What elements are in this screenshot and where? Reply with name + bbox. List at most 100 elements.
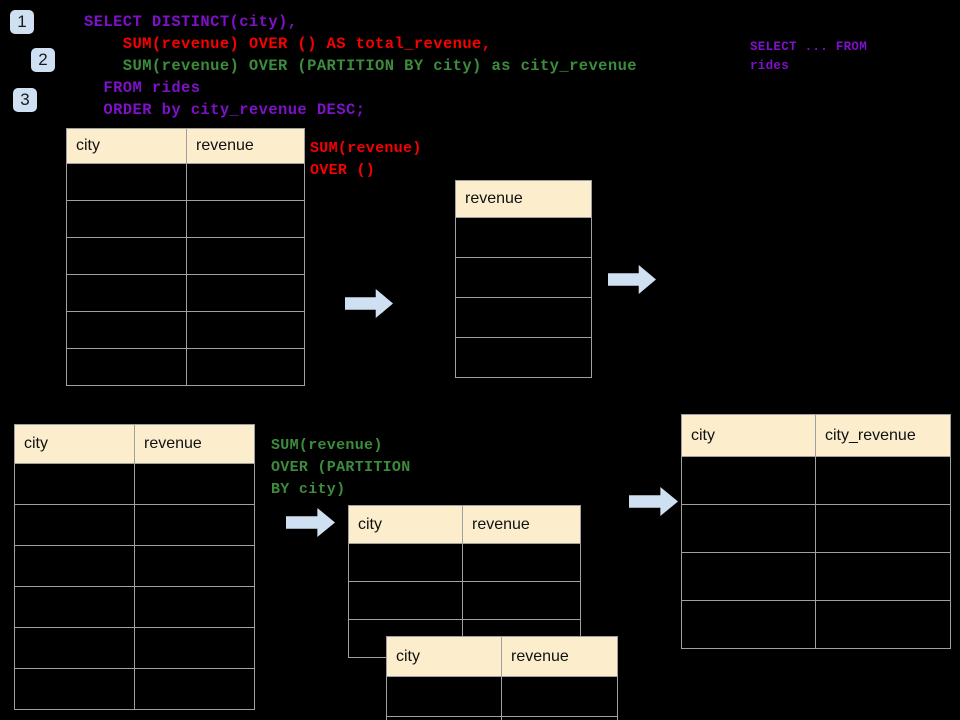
column-header-city: city — [14, 424, 135, 464]
table-row — [681, 504, 951, 553]
table-row — [66, 311, 305, 349]
table-cell — [14, 504, 135, 546]
table-cell — [681, 504, 816, 553]
table-cell — [134, 545, 255, 587]
table-row — [14, 504, 255, 546]
arrow-partition-to-result — [629, 487, 678, 516]
table-cell — [348, 543, 463, 582]
column-header-revenue: revenue — [501, 636, 618, 677]
table-row — [455, 257, 592, 298]
sum-over-empty-note: SUM(revenue) OVER () — [310, 140, 422, 179]
column-header-city_revenue: city_revenue — [815, 414, 951, 457]
table-cell — [815, 456, 951, 505]
table-cell — [462, 543, 581, 582]
table-cell — [186, 311, 305, 349]
table-cell — [66, 348, 187, 386]
table-row — [66, 237, 305, 275]
table-cell — [134, 586, 255, 628]
table-cell — [134, 668, 255, 710]
table-cell — [815, 600, 951, 649]
column-header-revenue: revenue — [134, 424, 255, 464]
table-cell — [14, 545, 135, 587]
table-cell — [501, 676, 618, 717]
table-cell — [66, 163, 187, 201]
table-row — [386, 676, 618, 717]
step-badge-1: 1 — [10, 10, 34, 34]
table-cell — [134, 463, 255, 505]
table-row — [66, 163, 305, 201]
column-header-revenue: revenue — [462, 505, 581, 544]
table-cell — [455, 257, 592, 298]
table-cell — [134, 504, 255, 546]
table-header-row: revenue — [455, 180, 592, 218]
table-cell — [501, 716, 618, 720]
table-cell — [14, 463, 135, 505]
table-cell — [66, 200, 187, 238]
table-cell — [815, 552, 951, 601]
step-badge-2: 2 — [31, 48, 55, 72]
table-cell — [681, 456, 816, 505]
table-cell — [66, 274, 187, 312]
step-badge-3: 3 — [13, 88, 37, 112]
table-row — [681, 552, 951, 601]
table-cell — [455, 297, 592, 338]
table-cell — [681, 552, 816, 601]
table-cell — [134, 627, 255, 669]
table-row — [14, 668, 255, 710]
table-row — [14, 627, 255, 669]
table-cell — [186, 274, 305, 312]
sql-line-4: FROM rides — [84, 79, 201, 97]
table-row — [66, 274, 305, 312]
column-header-city: city — [681, 414, 816, 457]
table-cell — [455, 217, 592, 258]
sql-line-2: SUM(revenue) OVER () AS total_revenue, — [84, 35, 492, 53]
column-header-city: city — [348, 505, 463, 544]
table-row — [348, 581, 581, 620]
table-cell — [14, 586, 135, 628]
table-row — [386, 716, 618, 720]
table-row — [348, 543, 581, 582]
sql-line-3: SUM(revenue) OVER (PARTITION BY city) as… — [84, 57, 637, 75]
table-row — [14, 545, 255, 587]
table-row — [14, 463, 255, 505]
sql-line-1: SELECT DISTINCT(city), — [84, 13, 298, 31]
column-header-revenue: revenue — [186, 128, 305, 164]
select-from-rides-note: SELECT ... FROM rides — [750, 40, 868, 73]
table-cell — [14, 668, 135, 710]
column-header-city: city — [66, 128, 187, 164]
table-cell — [66, 311, 187, 349]
arrow-source-to-total — [345, 289, 393, 318]
table-row — [681, 600, 951, 649]
table-row — [455, 337, 592, 378]
table-cell — [386, 716, 502, 720]
column-header-city: city — [386, 636, 502, 677]
table-cell — [186, 200, 305, 238]
sql-query-block: SELECT DISTINCT(city), SUM(revenue) OVER… — [84, 11, 637, 121]
sum-over-partition-note: SUM(revenue) OVER (PARTITION BY city) — [271, 437, 411, 498]
table-cell — [186, 348, 305, 386]
table-row — [66, 348, 305, 386]
table-row — [681, 456, 951, 505]
table-cell — [186, 163, 305, 201]
table-row — [455, 217, 592, 258]
table-cell — [186, 237, 305, 275]
table-cell — [815, 504, 951, 553]
sql-line-5: ORDER by city_revenue DESC; — [84, 101, 366, 119]
table-row — [66, 200, 305, 238]
table-cell — [348, 581, 463, 620]
table-cell — [14, 627, 135, 669]
table-cell — [681, 600, 816, 649]
table-cell — [455, 337, 592, 378]
total-revenue-table: revenue — [455, 180, 592, 378]
column-header-revenue: revenue — [455, 180, 592, 218]
table-row — [455, 297, 592, 338]
